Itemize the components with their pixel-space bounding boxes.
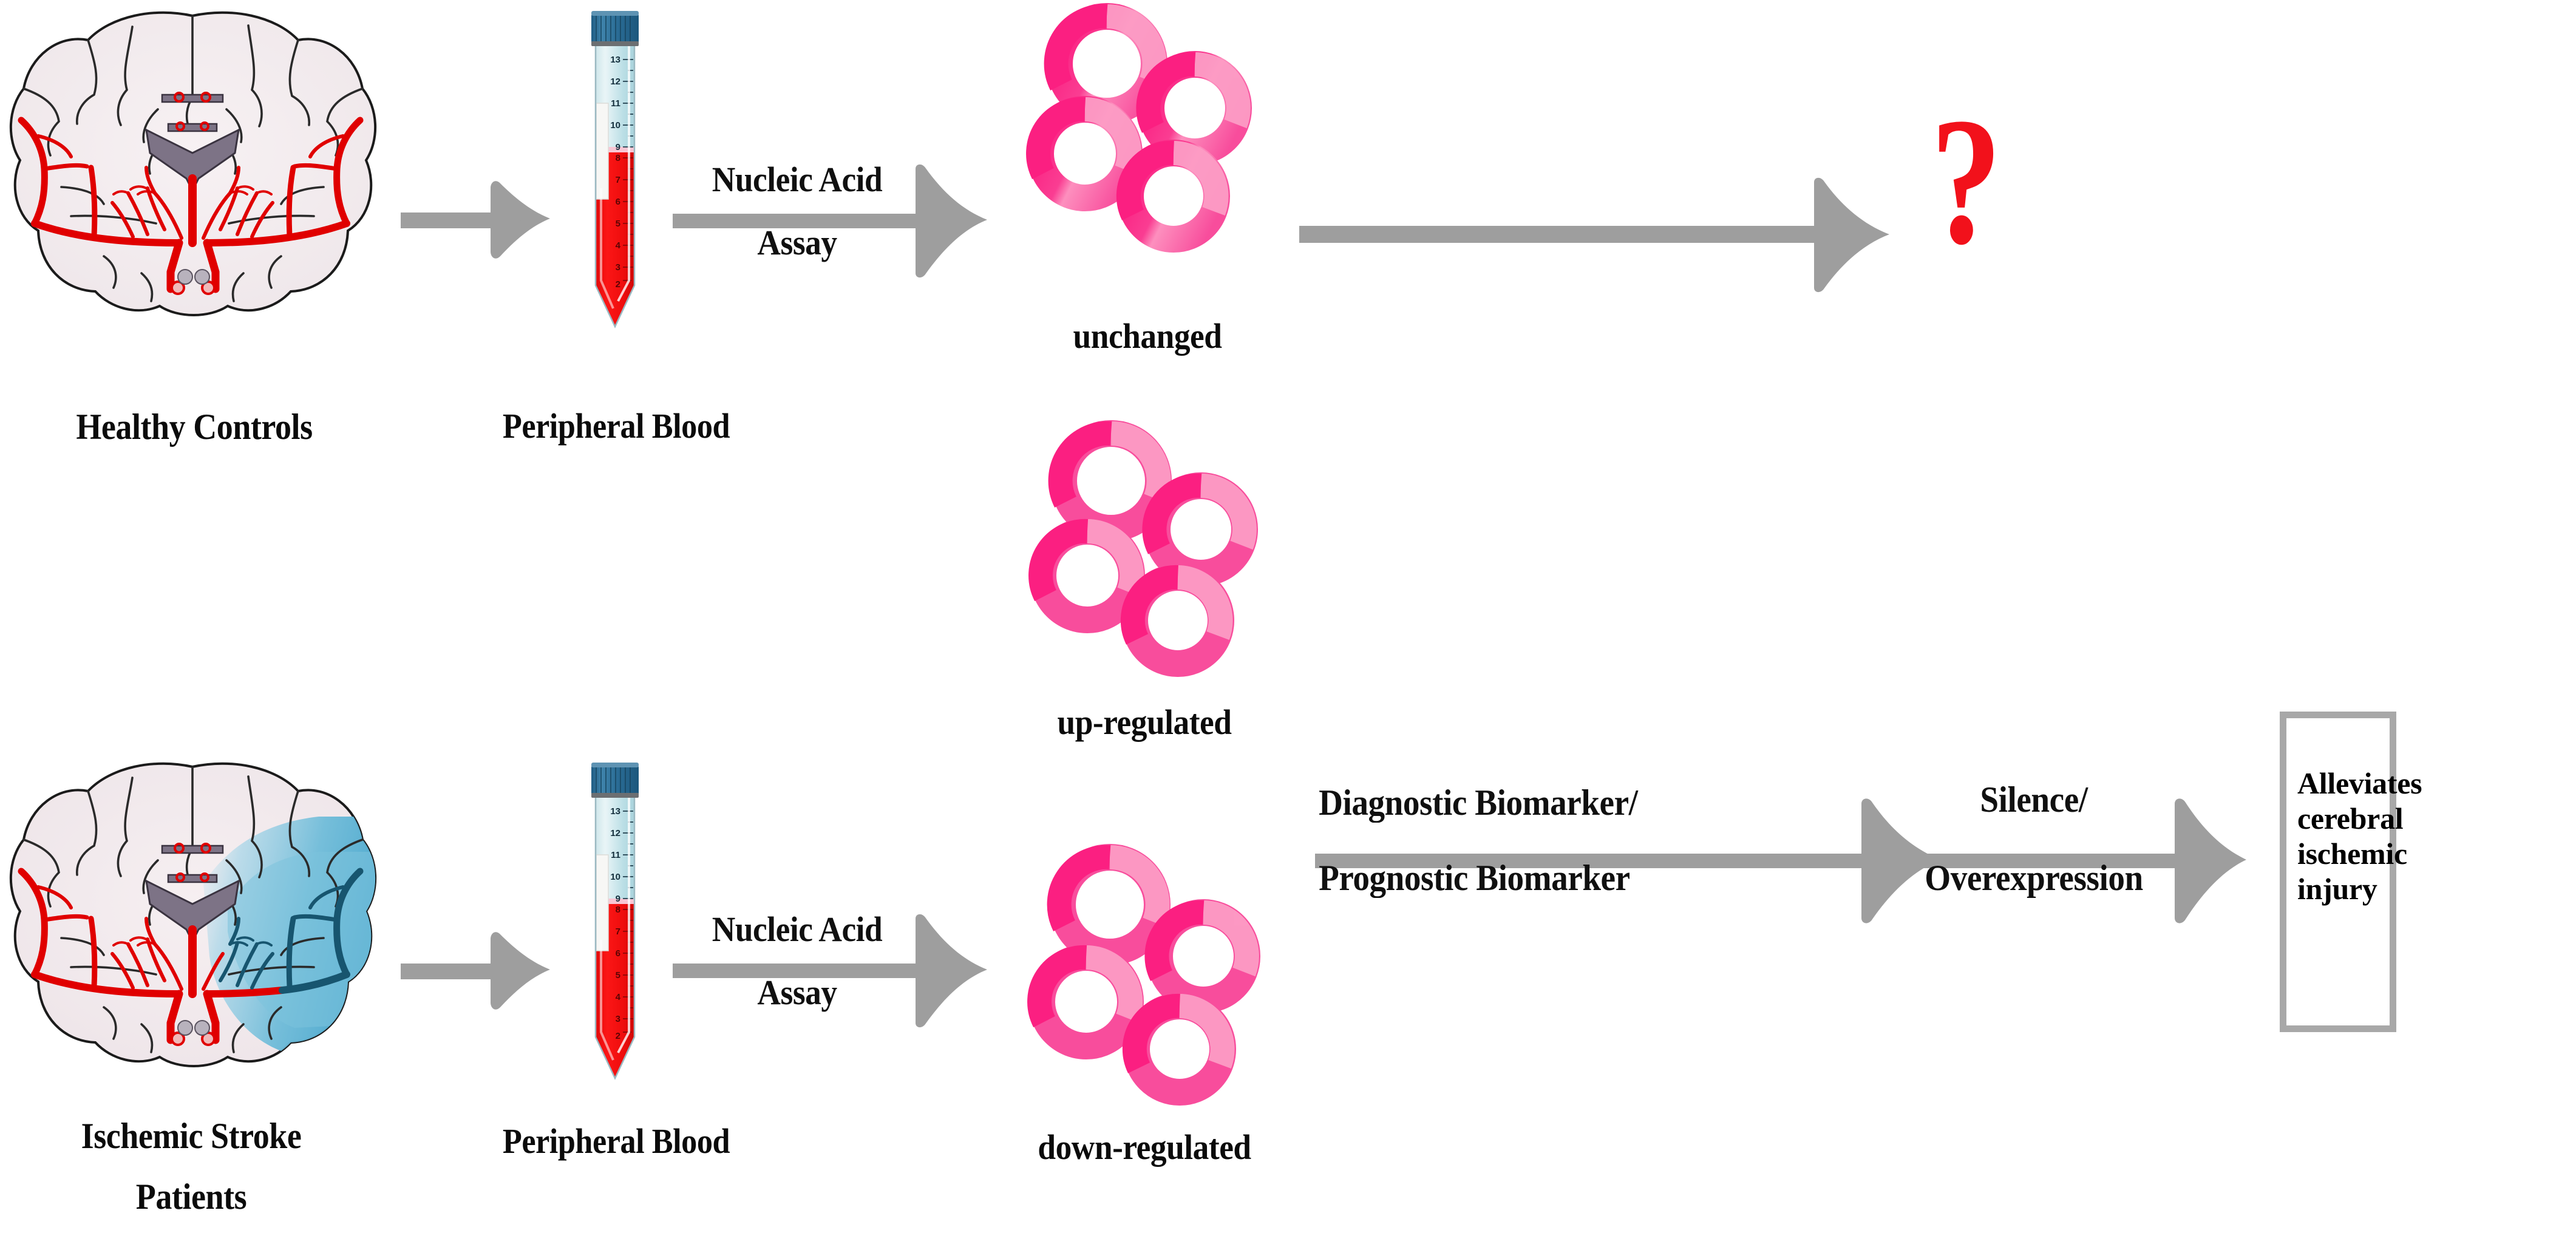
svg-text:7: 7 — [616, 926, 620, 937]
svg-text:5: 5 — [616, 970, 620, 981]
intervention-label-line2: Overexpression — [1925, 858, 2143, 898]
svg-text:9: 9 — [616, 142, 620, 152]
svg-text:13: 13 — [610, 55, 620, 65]
blood-collection-tube-icon: 13 12 11 10 9 8 7 6 5 4 3 2 — [576, 6, 654, 340]
svg-text:8: 8 — [616, 905, 620, 915]
svg-text:8: 8 — [616, 153, 620, 163]
rna-label-downregulated: down-regulated — [1038, 1127, 1251, 1167]
brain-coronal-ischemic-icon — [3, 756, 382, 1096]
svg-text:6: 6 — [616, 197, 620, 207]
svg-text:7: 7 — [616, 175, 620, 185]
svg-text:10: 10 — [610, 120, 620, 131]
biomarker-label-line2: Prognostic Biomarker — [1319, 858, 1630, 898]
rna-label-unchanged: unchanged — [1073, 316, 1222, 356]
peripheral-blood-label-bottom: Peripheral Blood — [502, 1121, 730, 1161]
circular-rna-cluster-upregulated — [1026, 420, 1269, 716]
rna-label-upregulated: up-regulated — [1057, 702, 1232, 742]
assay-label-line1-bottom: Nucleic Acid — [712, 909, 883, 949]
intervention-arrow — [1882, 790, 2258, 924]
question-mark-icon: ? — [1931, 80, 2002, 282]
svg-text:10: 10 — [610, 872, 620, 882]
brain-coronal-healthy-icon — [3, 5, 382, 345]
svg-text:12: 12 — [610, 828, 620, 838]
healthy-controls-label: Healthy Controls — [76, 407, 313, 447]
assay-label-line1-top: Nucleic Acid — [712, 160, 883, 199]
nucleic-acid-assay-arrow-bottom — [673, 914, 988, 1029]
circular-rna-cluster-unchanged — [1026, 3, 1269, 310]
svg-text:6: 6 — [616, 948, 620, 959]
svg-text:4: 4 — [616, 992, 621, 1002]
nucleic-acid-assay-arrow-top — [673, 164, 988, 279]
outcome-box-text: Alleviates cerebral ischemic injury — [2297, 766, 2422, 906]
intervention-label-line1: Silence/ — [1980, 780, 2088, 820]
biomarker-label-line1: Diagnostic Biomarker/ — [1319, 783, 1638, 823]
svg-text:5: 5 — [616, 219, 620, 229]
svg-text:3: 3 — [616, 1014, 620, 1024]
block-arrow-right-icon — [401, 175, 551, 265]
svg-text:12: 12 — [610, 76, 620, 87]
svg-text:2: 2 — [616, 279, 620, 290]
block-arrow-right-icon-bottom — [401, 926, 551, 1016]
svg-text:11: 11 — [611, 98, 620, 109]
ischemic-stroke-label-line2: Patients — [135, 1177, 247, 1217]
biomarker-arrow — [1315, 790, 1959, 924]
circular-rna-cluster-downregulated — [1023, 844, 1272, 1141]
block-arrow-right-to-question — [1299, 177, 1900, 293]
svg-text:13: 13 — [610, 806, 620, 817]
assay-label-line2-bottom: Assay — [757, 973, 837, 1012]
ischemic-stroke-label-line1: Ischemic Stroke — [81, 1116, 302, 1156]
assay-label-line2-top: Assay — [757, 223, 837, 262]
svg-text:3: 3 — [616, 262, 620, 273]
outcome-box: Alleviates cerebral ischemic injury — [2280, 712, 2422, 1032]
svg-text:2: 2 — [616, 1031, 620, 1041]
svg-text:9: 9 — [616, 894, 620, 904]
svg-text:4: 4 — [616, 240, 621, 251]
svg-text:11: 11 — [611, 850, 620, 860]
blood-collection-tube-icon-bottom: 13 12 11 10 9 8 7 6 5 4 3 2 — [576, 758, 654, 1092]
peripheral-blood-label-top: Peripheral Blood — [502, 406, 730, 446]
